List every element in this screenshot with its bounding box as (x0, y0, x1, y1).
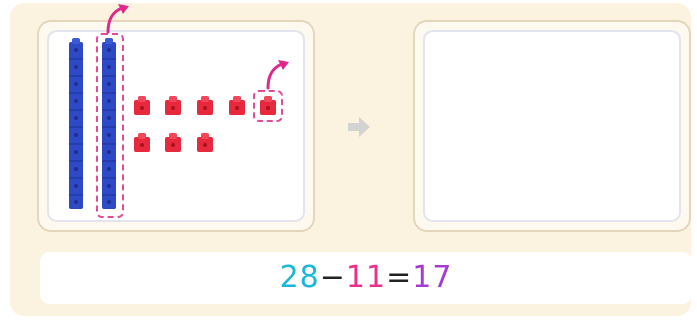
after-panel (413, 20, 691, 232)
curved-arrow-icon (262, 58, 292, 90)
result: 17 (412, 260, 452, 295)
equation: 28−11=17 (40, 261, 692, 295)
tens-rod-icon (68, 38, 84, 210)
unit-cube-icon (133, 133, 151, 153)
unit-cube-icon (133, 96, 151, 116)
curved-arrow-icon (102, 2, 132, 34)
unit-cube-icon (196, 133, 214, 153)
unit-cube-icon (164, 96, 182, 116)
after-panel-inner (423, 30, 681, 222)
minuend: 28 (280, 260, 320, 295)
equation-box: 28−11=17 (40, 252, 692, 304)
removed-cube-highlight (253, 90, 283, 122)
equals-sign: = (386, 260, 412, 295)
removed-rod-highlight (96, 33, 124, 218)
unit-cube-icon (196, 96, 214, 116)
minus-sign: − (320, 260, 346, 295)
unit-cube-icon (164, 133, 182, 153)
right-arrow-icon (347, 115, 371, 139)
subtrahend: 11 (346, 260, 386, 295)
unit-cube-icon (228, 96, 246, 116)
